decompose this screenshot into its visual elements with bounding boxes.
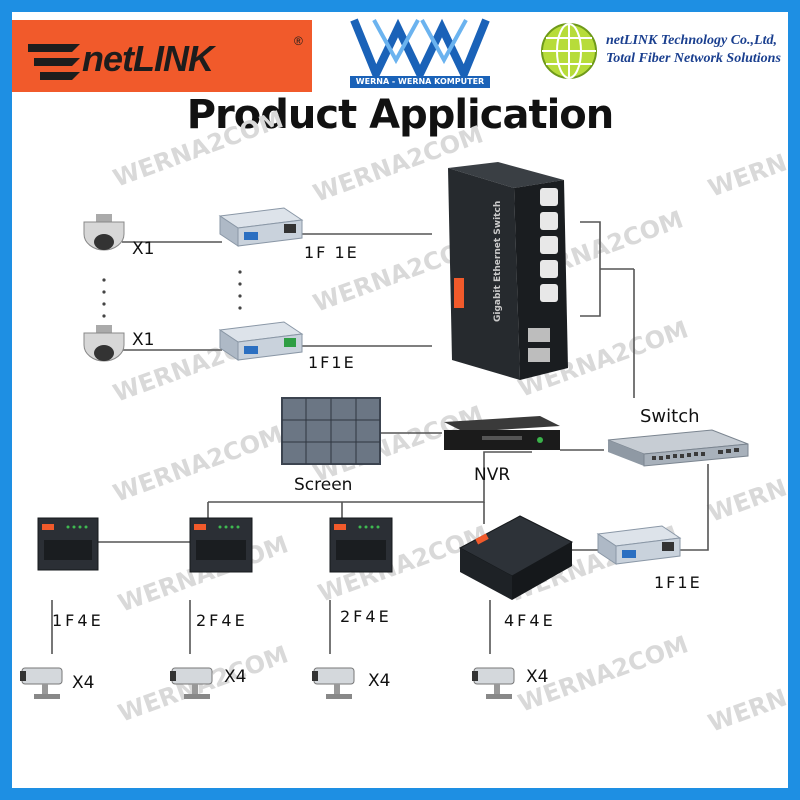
bullet-camera-2	[170, 667, 213, 699]
product-sheet: netLINK ® WERNA - WERNA KOMPUTER netLINK…	[12, 12, 788, 788]
fiber-switch-2f4e-b	[329, 517, 393, 573]
company-tagline: netLINK Technology Co.,Ltd, Total Fiber …	[606, 32, 781, 68]
fiber-switch-1f4e	[37, 517, 99, 571]
brand-logo-text: netLINK	[82, 38, 214, 79]
converter-label-top: 1F 1E	[304, 243, 359, 262]
media-converter-top	[218, 207, 304, 247]
watermark: WERNA2COM	[109, 420, 286, 507]
network-diagram: WERNA2COM WERNA2COM WERNA2COM WERNA2COM …	[20, 105, 788, 738]
camera-count-label: X4	[526, 667, 548, 687]
page-title: Product Application	[186, 92, 615, 138]
fiber-switch-2f4e-a	[189, 517, 253, 573]
video-wall-screen	[281, 397, 381, 465]
werna-caption: WERNA - WERNA KOMPUTER	[350, 76, 490, 88]
watermark: WERNA2COM	[704, 115, 788, 202]
dotted-continuation	[102, 270, 242, 318]
brand-banner: netLINK ®	[12, 20, 312, 92]
fiber-switch-4f4e	[458, 515, 574, 600]
watermark: WERNA2COM	[704, 650, 788, 737]
fiber-switch-label: 2F4E	[196, 611, 248, 630]
bullet-camera-4	[472, 667, 515, 699]
media-converter-mid	[218, 321, 304, 361]
fiber-switch-label: 1F4E	[52, 611, 104, 630]
bullet-camera-1	[20, 667, 63, 699]
converter-label-mid: 1F1E	[308, 353, 356, 372]
screen-label: Screen	[294, 475, 352, 495]
globe-icon	[541, 23, 597, 79]
nvr-label: NVR	[474, 465, 510, 485]
registered-mark: ®	[294, 34, 303, 48]
brand-stripes-icon	[28, 44, 80, 80]
dome-camera-bottom	[83, 325, 125, 362]
camera-count-label: X1	[132, 330, 154, 350]
nvr-recorder	[444, 416, 560, 450]
dome-camera-top	[83, 214, 125, 251]
camera-count-label: X1	[132, 239, 154, 259]
switch-label: Switch	[640, 406, 700, 427]
company-slogan: Total Fiber Network Solutions	[606, 51, 781, 66]
converter-label-right: 1F1E	[654, 573, 702, 592]
fiber-switch-label: 2F4E	[340, 607, 392, 626]
core-switch	[607, 429, 749, 467]
media-converter-right	[596, 525, 682, 565]
bullet-camera-3	[312, 667, 355, 699]
gigabit-ethernet-switch: Gigabit Ethernet Switch	[448, 162, 568, 380]
switch-brand-text: Gigabit Ethernet Switch	[493, 201, 503, 322]
header: netLINK ® WERNA - WERNA KOMPUTER netLINK…	[12, 12, 788, 92]
werna-logo-icon	[350, 18, 490, 84]
camera-count-label: X4	[224, 667, 246, 687]
camera-count-label: X4	[72, 673, 94, 693]
watermark: WERNA2COM	[109, 105, 286, 192]
company-name: netLINK Technology Co.,Ltd,	[606, 33, 777, 48]
fiber-switch-label: 4F4E	[504, 611, 556, 630]
camera-count-label: X4	[368, 671, 390, 691]
